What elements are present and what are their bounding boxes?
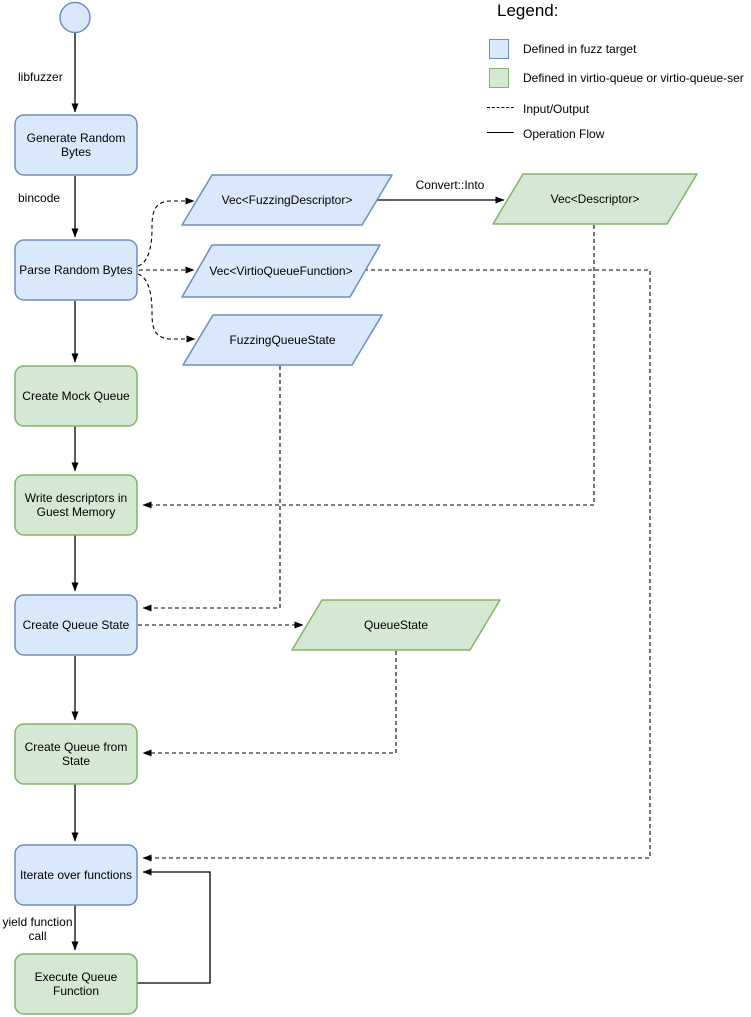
fuzzing-queue-state-shape [182,314,383,366]
edge-queue-state-to-create-queue-from-state [142,651,397,757]
legend-dashed-line-icon [487,107,514,108]
vec-descriptor-shape [492,173,698,225]
create-mock-queue-shape [14,365,138,427]
execute-queue-function-node: Execute Queue Function [34,969,118,998]
vec-fuzzing-descriptor-shape [181,174,393,226]
write-descriptors-node: Write descriptors in Guest Memory [24,490,128,519]
legend-title: Legend: [497,1,559,20]
start-node-shape [59,1,91,34]
create-queue-from-state-shape [14,723,138,785]
fuzzing-queue-state-node: FuzzingQueueState [229,332,336,347]
create-queue-state-node: Create Queue State [22,617,130,632]
generate-random-bytes-shape [14,114,138,176]
legend-green-swatch-icon [489,68,509,88]
edge-label-yield-function-call: yield function call [2,915,73,943]
edge-label-convert-into: Convert::Into [415,178,485,192]
edge-fuzzing-queue-state-to-create-queue-state [142,366,281,612]
vec-descriptor-node: Vec<Descriptor> [550,191,640,206]
legend-blue-swatch-icon [489,39,509,59]
write-descriptors-shape [14,474,138,536]
legend-item-fuzz-target: Defined in fuzz target [523,42,637,56]
queue-state-shape [291,599,501,651]
edge-parse-to-vec-fuzzing-descriptor [137,197,195,267]
edge-label-bincode: bincode [18,191,61,205]
vec-virtio-queue-function-node: Vec<VirtioQueueFunction> [209,263,353,278]
edge-label-libfuzzer: libfuzzer [18,70,63,84]
parse-random-bytes-node: Parse Random Bytes [19,262,133,277]
create-queue-state-shape [14,594,138,656]
edge-vec-virtio-queue-function-to-iterate [142,269,651,862]
vec-fuzzing-descriptor-node: Vec<FuzzingDescriptor> [221,192,353,207]
create-mock-queue-node: Create Mock Queue [22,388,130,403]
legend-item-virtio-queue: Defined in virtio-queue or virtio-queue-… [523,71,744,85]
generate-random-bytes-node: Generate Random Bytes [26,130,126,159]
iterate-over-functions-node: Iterate over functions [19,867,133,882]
legend-item-operation-flow: Operation Flow [523,127,605,141]
create-queue-from-state-node: Create Queue from State [24,739,128,768]
edge-vec-descriptor-to-write-descriptors [142,225,595,509]
iterate-over-functions-shape [14,844,138,906]
edge-parse-to-fuzzing-queue-state [137,273,196,343]
edge-execute-loop-to-iterate [137,868,211,984]
legend-item-input-output: Input/Output [523,102,590,116]
legend-solid-line-icon [487,132,514,133]
vec-virtio-queue-function-shape [181,244,381,298]
parse-random-bytes-shape [14,239,138,301]
execute-queue-function-shape [14,953,138,1015]
queue-state-node: QueueState [363,617,429,632]
